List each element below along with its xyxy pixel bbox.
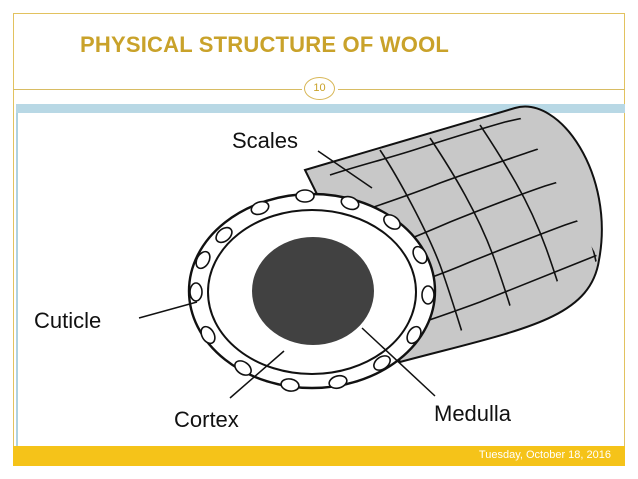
cuticle-leader-line	[138, 301, 198, 319]
label-cortex: Cortex	[174, 407, 239, 432]
slide-title: PHYSICAL STRUCTURE OF WOOL	[80, 32, 450, 57]
medulla-leader-line	[361, 327, 436, 397]
label-cuticle: Cuticle	[34, 308, 101, 333]
label-scales: Scales	[232, 128, 298, 153]
medulla-core	[252, 237, 374, 345]
title-divider-right	[338, 89, 625, 90]
title-divider-left	[13, 89, 302, 90]
leader-lines	[138, 150, 436, 399]
cortex-leader-line	[229, 350, 285, 399]
page-number-badge: 10	[304, 77, 335, 100]
slide-date: Tuesday, October 18, 2016	[478, 449, 611, 461]
label-medulla: Medulla	[434, 401, 512, 426]
scales-leader-line	[317, 150, 373, 189]
diagram-labels: Scales Cuticle Cortex Medulla	[34, 128, 512, 432]
footer-bar: Tuesday, October 18, 2016	[13, 446, 625, 466]
cuticle-bumps	[189, 189, 435, 392]
